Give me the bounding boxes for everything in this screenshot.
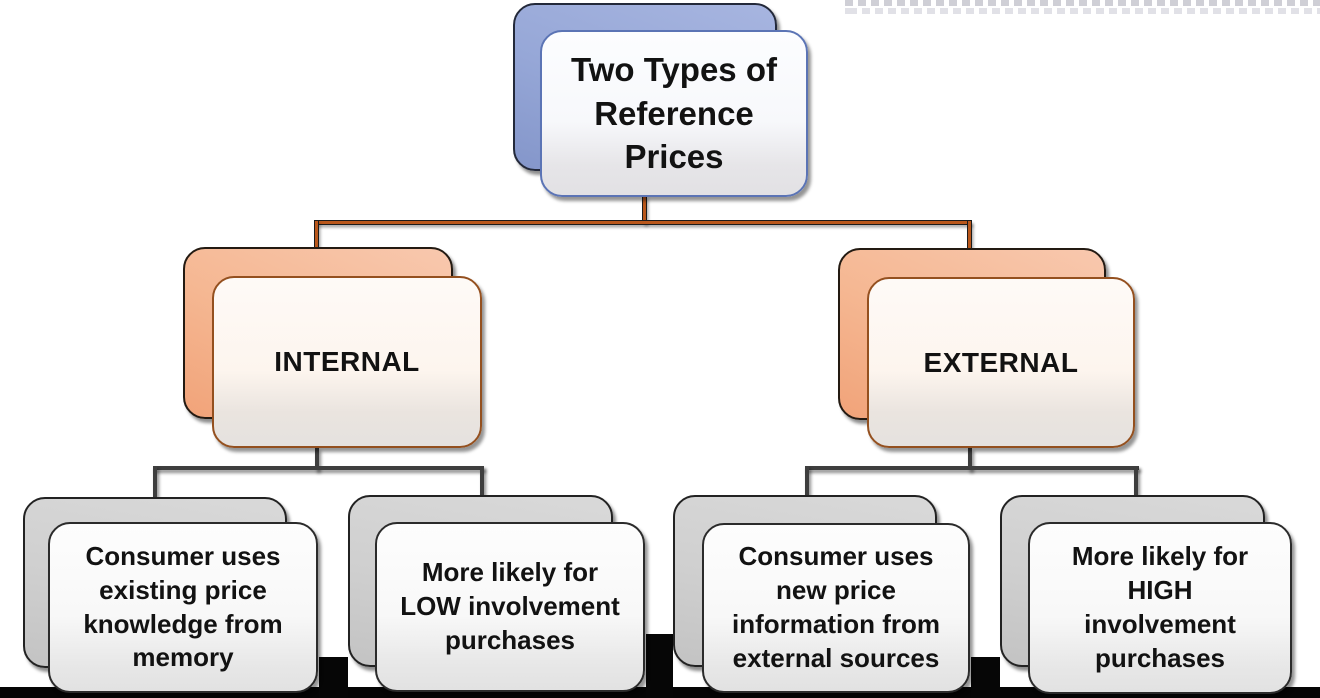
leaf-4-node: More likely for HIGH involvement purchas… (1028, 522, 1292, 694)
leaf-4-text: More likely for HIGH involvement purchas… (1071, 541, 1249, 673)
black-gap-artifact (646, 634, 673, 698)
leaf-3-text: Consumer uses new price information from… (732, 541, 940, 673)
checker-artifact-row (845, 8, 1320, 14)
internal-node: INTERNAL (212, 276, 482, 448)
connector-to-leaf-1 (153, 466, 157, 499)
external-label: EXTERNAL (923, 346, 1079, 378)
black-gap-artifact (971, 657, 1000, 698)
leaf-2-text: More likely for LOW involvement purchase… (400, 557, 620, 655)
connector-to-internal (315, 221, 318, 249)
connector-to-leaf-4 (1134, 466, 1138, 497)
root-node: Two Types of Reference Prices (540, 30, 808, 197)
connector-internal-horizontal (153, 466, 484, 470)
connector-to-leaf-3 (805, 466, 809, 497)
connector-root-stub (643, 196, 646, 223)
connector-root-horizontal (315, 221, 971, 224)
connector-internal-stub (315, 448, 319, 470)
leaf-2-node: More likely for LOW involvement purchase… (375, 522, 645, 692)
checker-artifact-row (845, 0, 1320, 6)
external-node: EXTERNAL (867, 277, 1135, 448)
leaf-3-node: Consumer uses new price information from… (702, 523, 970, 693)
black-gap-artifact (319, 657, 348, 698)
root-title: Two Types of Reference Prices (571, 51, 777, 176)
leaf-1-text: Consumer uses existing price knowledge f… (83, 540, 283, 673)
connector-to-leaf-2 (480, 466, 484, 499)
checker-artifact-strip (845, 0, 1320, 15)
connector-external-horizontal (805, 466, 1139, 470)
internal-label: INTERNAL (274, 346, 420, 377)
connector-external-stub (968, 448, 972, 470)
connector-to-external (968, 221, 971, 251)
leaf-1-node: Consumer uses existing price knowledge f… (48, 522, 318, 693)
